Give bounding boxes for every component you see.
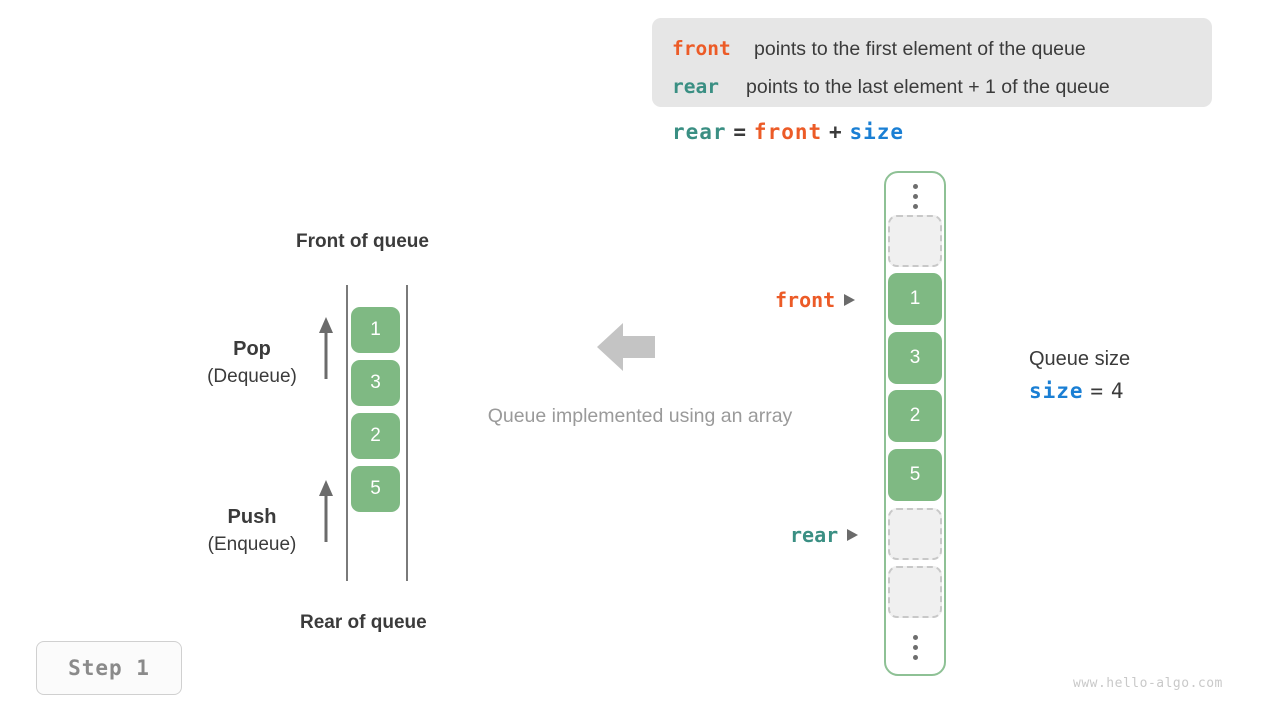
size-number: 4 [1110,379,1125,403]
watermark: www.hello-algo.com [1073,676,1223,691]
rear-pointer-label: rear [790,523,859,547]
diagram-caption: Queue implemented using an array [487,405,793,427]
queue-size-value-line: size = 4 [1029,374,1130,409]
pop-subtitle: (Dequeue) [207,366,297,387]
rear-pointer-text: rear [790,523,839,547]
queue-size-title: Queue size [1029,348,1131,370]
legend-line-rear: rear points to the last element + 1 of th… [672,68,1212,106]
formula-plus: + [828,120,843,144]
push-up-arrow-icon [319,480,333,542]
legend-line-front: front points to the first element of the … [672,30,1212,68]
array-top-ellipsis-icon [888,176,942,216]
legend-text-rear: points to the last element + 1 of the qu… [746,76,1110,98]
array-slot: 2 [888,390,942,442]
queue-cell: 3 [351,360,400,406]
array-slot [888,508,942,560]
array-slot: 3 [888,332,942,384]
legend-text-front: points to the first element of the queue [754,38,1086,60]
queue-size-info: Queue size size = 4 [1029,344,1130,409]
left-arrow-icon [597,323,655,371]
push-subtitle: (Enqueue) [207,534,297,555]
legend-keyword-front: front [672,37,731,60]
step-badge: Step 1 [36,641,182,695]
pop-title: Pop [233,338,271,360]
rear-formula: rear = front + size [672,120,904,145]
pop-up-arrow-icon [319,317,333,379]
queue-rail-left [346,285,348,581]
array-slot: 5 [888,449,942,501]
push-operation-label: Push (Enqueue) [182,504,322,558]
size-variable: size [1029,379,1084,403]
pointer-triangle-icon [844,294,856,306]
formula-lhs: rear [672,120,727,144]
rear-of-queue-label: Rear of queue [300,612,427,633]
queue-rail-right [406,285,408,581]
array-slot: 1 [888,273,942,325]
size-equals: = [1090,379,1105,403]
legend-keyword-rear: rear [672,75,719,98]
push-title: Push [227,506,277,528]
array-bottom-ellipsis-icon [888,627,942,667]
formula-size: size [849,120,905,144]
queue-cell: 5 [351,466,400,512]
formula-equals: = [733,120,748,144]
queue-cell: 1 [351,307,400,353]
front-pointer-label: front [775,288,856,312]
queue-cell: 2 [351,413,400,459]
front-pointer-text: front [775,288,836,312]
pointer-triangle-icon [847,529,859,541]
front-of-queue-label: Front of queue [296,231,429,252]
formula-front: front [753,120,823,144]
array-slot [888,566,942,618]
pointer-legend-box: front points to the first element of the … [652,18,1212,107]
array-slot [888,215,942,267]
pop-operation-label: Pop (Dequeue) [182,336,322,390]
